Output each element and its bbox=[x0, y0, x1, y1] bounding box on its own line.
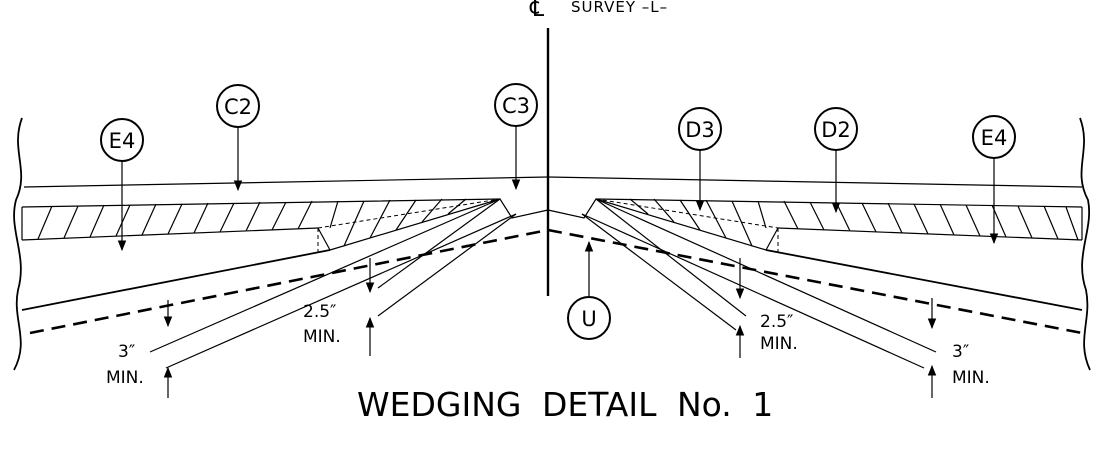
right-existing-surface bbox=[765, 249, 1083, 311]
left-outer-dimension-unit: MIN. bbox=[106, 368, 144, 388]
callout-c3: C3 bbox=[494, 83, 538, 127]
centerline-symbol: ℄ bbox=[529, 0, 545, 22]
right-crown-construction-line bbox=[595, 198, 779, 229]
right-dashed-profile bbox=[547, 228, 1083, 335]
left-outer-dimension-value: 3″ bbox=[118, 342, 135, 362]
diagram-title: WEDGING DETAIL No. 1 bbox=[357, 385, 773, 424]
left-inner-dimension-value: 2.5″ bbox=[303, 302, 336, 322]
right-break-line bbox=[1079, 117, 1091, 371]
callout-c2: C2 bbox=[216, 84, 260, 128]
centerline-label: SURVEY –L– bbox=[571, 0, 668, 16]
left-crown-construction-line bbox=[317, 198, 501, 229]
callout-u-label: U bbox=[581, 307, 596, 331]
callout-e4-left-label: E4 bbox=[109, 129, 136, 153]
left-break-line bbox=[13, 117, 23, 371]
right-top-surface-line bbox=[547, 176, 1083, 188]
callout-e4-right: E4 bbox=[972, 115, 1016, 159]
right-outer-dimension-unit: MIN. bbox=[952, 368, 990, 388]
left-dimension-leaders bbox=[149, 198, 517, 369]
left-hatched-layer bbox=[21, 198, 549, 251]
left-dashed-profile bbox=[29, 228, 549, 335]
right-outer-dimension-value: 3″ bbox=[952, 342, 969, 362]
left-top-surface-line bbox=[23, 176, 549, 188]
callout-d2-label: D2 bbox=[821, 118, 851, 142]
callout-c3-label: C3 bbox=[502, 94, 530, 118]
right-dimension-leaders bbox=[581, 198, 937, 369]
callout-e4-left: E4 bbox=[100, 118, 144, 162]
callout-e4-right-label: E4 bbox=[981, 126, 1008, 150]
left-inner-dimension-unit: MIN. bbox=[303, 327, 341, 347]
callout-c2-label: C2 bbox=[224, 95, 252, 119]
callout-d3-label: D3 bbox=[685, 118, 715, 142]
callout-u: U bbox=[567, 296, 611, 340]
left-existing-surface bbox=[21, 249, 331, 311]
right-inner-dimension-value: 2.5″ bbox=[760, 312, 793, 332]
callout-d3: D3 bbox=[678, 107, 722, 151]
callout-d2: D2 bbox=[814, 107, 858, 151]
right-hatched-layer bbox=[547, 198, 1083, 251]
right-inner-dimension-unit: MIN. bbox=[760, 334, 798, 354]
